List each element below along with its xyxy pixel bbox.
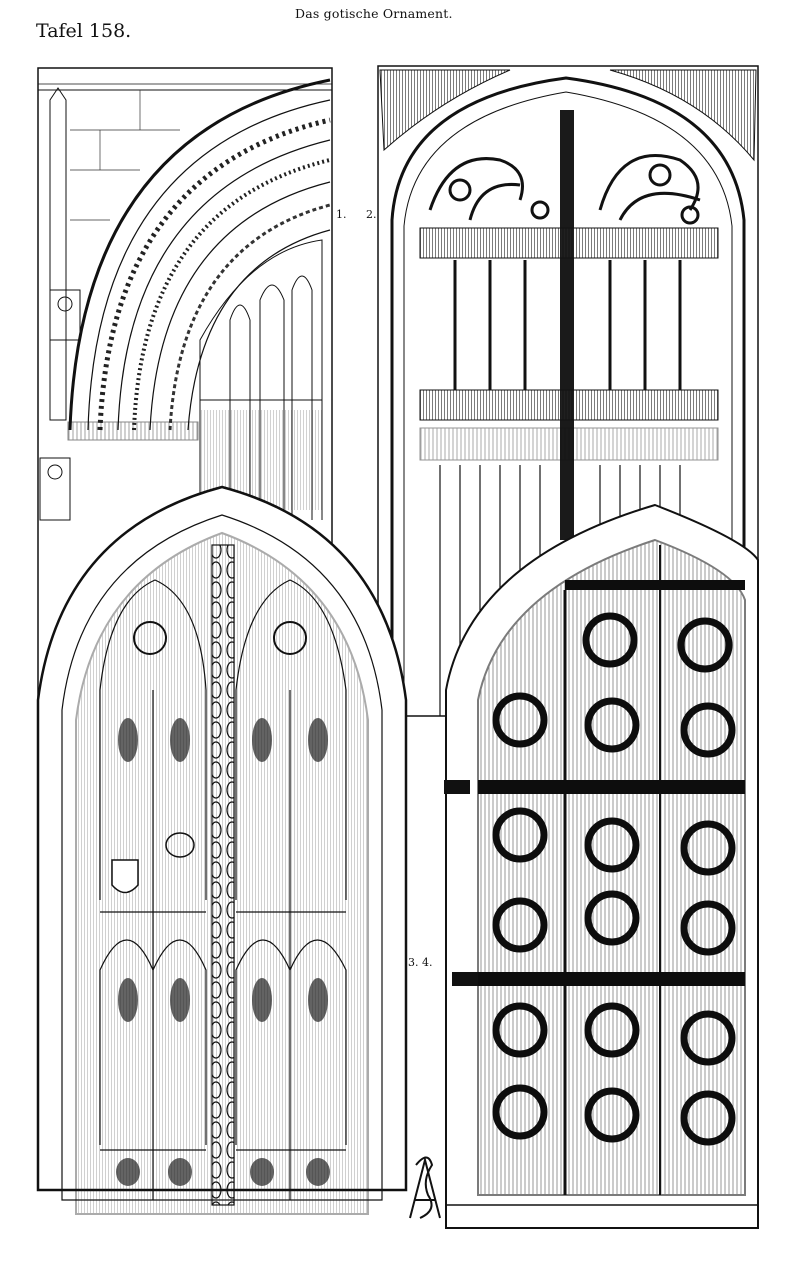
figure-number-1: 1. [336, 208, 347, 221]
running-title: Das gotische Ornament. [295, 6, 453, 21]
figure-4-iron-door [444, 503, 759, 1229]
artist-monogram-mark [409, 1156, 441, 1219]
figure-number-2: 2. [366, 208, 377, 221]
plate-label: Tafel 158. [36, 20, 132, 42]
figure-3-carved-door [36, 485, 408, 1215]
figure-number-3-4: 3. 4. [408, 956, 433, 969]
